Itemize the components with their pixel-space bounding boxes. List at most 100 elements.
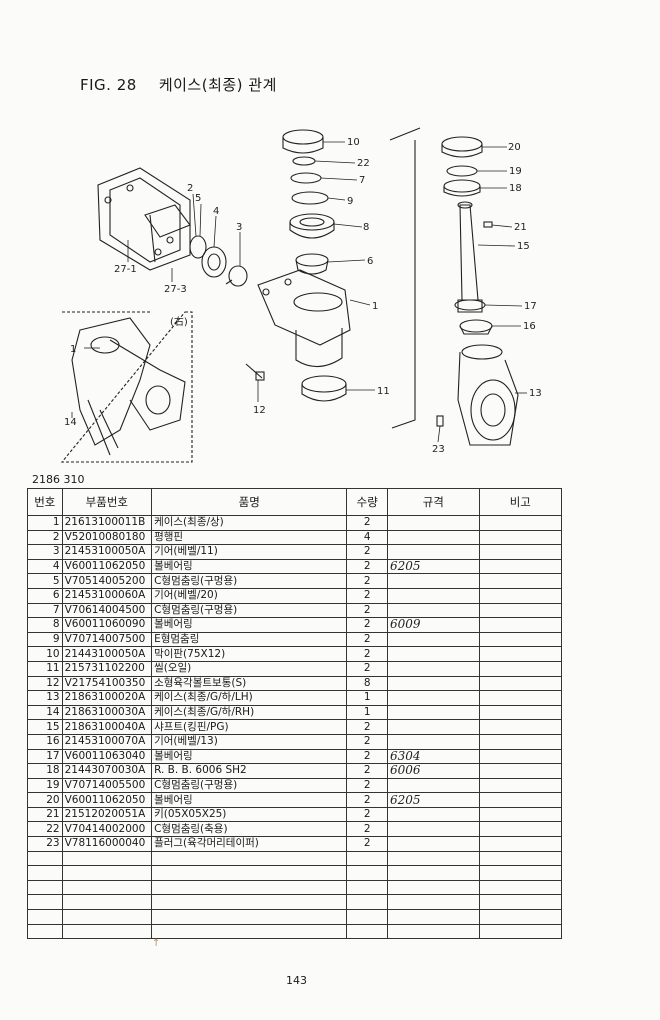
cell-spec <box>387 529 480 546</box>
bracket-line <box>389 127 421 429</box>
cell-no: 23 <box>27 836 63 852</box>
cell-spec <box>387 850 480 867</box>
table-row <box>27 850 563 867</box>
cell-part <box>61 909 153 925</box>
cell-note <box>478 865 563 881</box>
inset-view <box>60 311 193 463</box>
cell-qty: 2 <box>346 558 389 575</box>
cell-qty: 2 <box>346 821 389 838</box>
cell-part: 21863100030A <box>61 704 153 721</box>
cell-qty <box>346 894 389 911</box>
cell-qty: 2 <box>346 631 389 648</box>
cell-spec <box>387 806 480 823</box>
cell-qty: 8 <box>346 675 389 692</box>
cell-spec <box>387 515 480 531</box>
cell-no: 8 <box>27 617 63 633</box>
cell-name: 플러그(육각머리테이퍼) <box>151 836 348 852</box>
cell-no: 22 <box>27 821 63 838</box>
part-12-bolt <box>245 363 265 381</box>
svg-text:20: 20 <box>508 142 521 153</box>
header-part-number: 부품번호 <box>61 488 153 516</box>
cell-name: C형멈춤링(구멍용) <box>151 602 348 619</box>
cell-qty: 1 <box>346 704 389 721</box>
part-8-bearing <box>289 213 335 239</box>
cell-spec <box>387 544 480 560</box>
cell-note <box>478 602 563 619</box>
part-6-gear <box>295 253 329 275</box>
part-15-shaft <box>457 201 483 313</box>
cell-part <box>61 879 153 896</box>
cell-name: 볼베어링 <box>151 558 348 575</box>
cell-name: 볼베어링 <box>151 617 348 633</box>
svg-text:23: 23 <box>432 444 445 455</box>
svg-text:1: 1 <box>70 344 76 355</box>
cell-name: 케이스(최종/G/하/RH) <box>151 704 348 721</box>
cell-no: 9 <box>27 631 63 648</box>
cell-no: 16 <box>27 733 63 750</box>
cell-note <box>478 777 563 794</box>
svg-text:3: 3 <box>236 222 242 233</box>
cell-qty: 2 <box>346 617 389 633</box>
cell-name: 평행핀 <box>151 529 348 546</box>
cell-qty: 1 <box>346 690 389 706</box>
header-spec: 규격 <box>387 488 480 516</box>
svg-text:5: 5 <box>195 193 201 204</box>
cell-spec <box>387 923 480 940</box>
cell-no: 11 <box>27 660 63 677</box>
cell-part: 21453100070A <box>61 733 153 750</box>
cell-spec: 6304 <box>387 748 480 765</box>
part-3-gear <box>225 265 248 287</box>
cell-spec <box>387 675 480 692</box>
cell-qty: 2 <box>346 573 389 589</box>
svg-text:21: 21 <box>514 222 527 233</box>
cell-spec: 6205 <box>387 558 480 575</box>
cell-note <box>478 748 563 765</box>
cell-part: V70614004500 <box>61 602 153 619</box>
cell-spec <box>387 602 480 619</box>
part-23-plug <box>436 415 444 427</box>
cell-part: 21613100011B <box>61 515 153 531</box>
cell-no: 15 <box>27 719 63 735</box>
svg-text:7: 7 <box>359 175 365 186</box>
part-4-bearing <box>201 246 227 278</box>
svg-text:14: 14 <box>64 417 77 428</box>
cell-note <box>478 909 563 925</box>
cell-name: 기어(베벨/11) <box>151 544 348 560</box>
cell-name: 볼베어링 <box>151 748 348 765</box>
cell-note <box>478 675 563 692</box>
cell-qty: 2 <box>346 806 389 823</box>
svg-text:16: 16 <box>523 321 536 332</box>
cell-name: C형멈춤링(구멍용) <box>151 573 348 589</box>
cell-qty: 2 <box>346 646 389 662</box>
cell-no <box>27 850 63 867</box>
cell-part: 21863100040A <box>61 719 153 735</box>
table-row <box>27 894 563 911</box>
cell-part: 21443100050A <box>61 646 153 662</box>
table-code: 2186 310 <box>32 473 85 486</box>
part-5-ring <box>189 235 207 259</box>
page-number: 143 <box>286 974 307 987</box>
table-header-row: 번호 부품번호 품명 수량 규격 비고 <box>27 488 563 516</box>
cell-spec <box>387 587 480 604</box>
cell-no <box>27 894 63 911</box>
svg-text:22: 22 <box>357 158 370 169</box>
cell-part: V60011062050 <box>61 558 153 575</box>
cell-note <box>478 821 563 838</box>
header-note: 비고 <box>478 488 563 516</box>
cell-name: E형멈춤링 <box>151 631 348 648</box>
cell-note <box>478 894 563 911</box>
cell-note <box>478 792 563 808</box>
part-18-bearing <box>443 179 481 197</box>
cell-no <box>27 923 63 940</box>
cell-name: C형멈춤링(축용) <box>151 821 348 838</box>
